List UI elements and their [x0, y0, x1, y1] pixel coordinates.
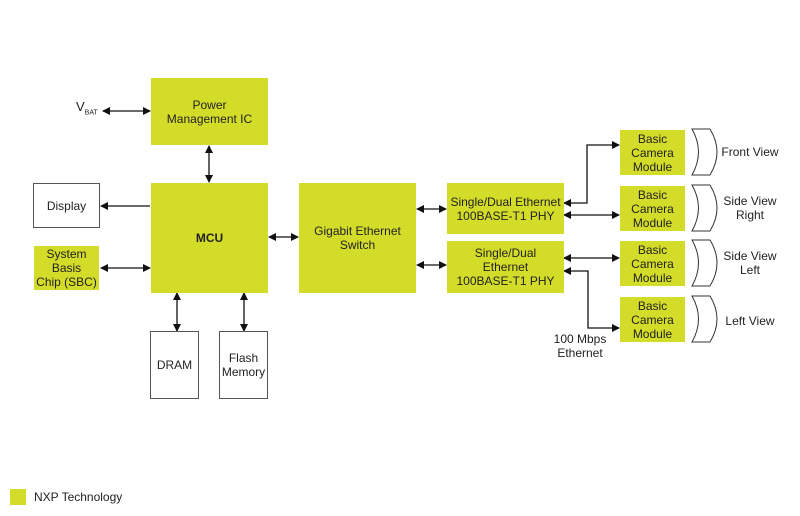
- camera-module-1: Basic Camera Module: [620, 130, 685, 175]
- sbc-block: System Basis Chip (SBC): [34, 246, 99, 290]
- vbat-sub: BAT: [84, 109, 98, 117]
- front-view-label: Front View: [721, 145, 779, 159]
- display-block: Display: [33, 183, 100, 228]
- dram-block: DRAM: [150, 331, 199, 399]
- phy1-camera1-arrow: [563, 141, 620, 207]
- camera-module-2: Basic Camera Module: [620, 186, 685, 231]
- side-view-left-label: Side View Left: [723, 249, 777, 277]
- camera-module-3: Basic Camera Module: [620, 241, 685, 286]
- phy2-camera4-arrow: [563, 267, 620, 332]
- gigabit-ethernet-switch-block: Gigabit Ethernet Switch: [299, 183, 416, 293]
- lens-icon-left: [691, 295, 718, 343]
- camera-module-4: Basic Camera Module: [620, 297, 685, 342]
- lens-icon-side-left: [691, 239, 718, 287]
- flash-memory-block: Flash Memory: [219, 331, 268, 399]
- lens-icon-side-right: [691, 184, 718, 232]
- mcu-block: MCU: [151, 183, 268, 293]
- side-view-right-label: Side View Right: [723, 194, 777, 222]
- ethernet-phy-block-2: Single/Dual Ethernet 100BASE-T1 PHY: [447, 241, 564, 293]
- ethernet-phy-block-1: Single/Dual Ethernet 100BASE-T1 PHY: [447, 183, 564, 234]
- legend-label: NXP Technology: [34, 490, 123, 504]
- vbat-main: V: [76, 99, 85, 114]
- legend-swatch: [10, 489, 26, 505]
- power-management-ic-block: Power Management IC: [151, 78, 268, 145]
- ethernet-speed-label: 100 Mbps Ethernet: [553, 332, 607, 360]
- lens-icon-front: [691, 128, 718, 176]
- vbat-label: VBAT: [76, 100, 98, 121]
- legend: NXP Technology: [10, 489, 122, 505]
- left-view-label: Left View: [725, 314, 775, 328]
